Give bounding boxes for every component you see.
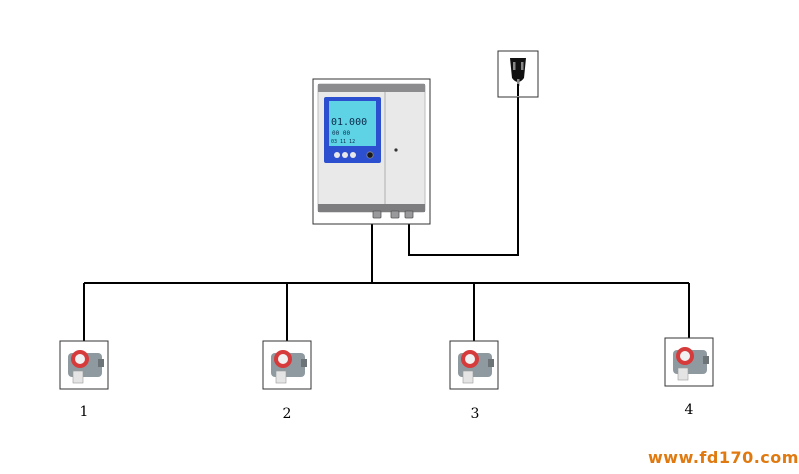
keypad-button [334, 152, 340, 158]
detector-label-4: 4 [685, 402, 694, 418]
lcd-line-2: 00 00 [332, 130, 350, 137]
lcd-screen [329, 101, 376, 146]
power-cable [408, 96, 519, 256]
keypad-button [350, 152, 356, 158]
detector-label-3: 3 [471, 406, 480, 422]
detector-label-1: 1 [80, 404, 89, 420]
detectors [59, 337, 714, 390]
detector-labels: 1 2 3 4 [80, 402, 694, 422]
keypad-button [342, 152, 348, 158]
gas-detector-icon [449, 340, 499, 390]
lock-icon [394, 148, 398, 152]
power-plug-icon [497, 50, 539, 98]
detector-label-2: 2 [283, 406, 292, 422]
gas-detector-icon [664, 337, 714, 387]
gas-detector-icon [59, 340, 109, 390]
wiring [83, 96, 690, 341]
power-button [366, 151, 374, 159]
lcd-reading: 01.000 [331, 117, 367, 128]
gas-detector-icon [262, 340, 312, 390]
lcd-line-3: 03 11 12 [331, 139, 355, 145]
gas-alarm-controller: 01.000 00 00 03 11 12 [312, 78, 431, 225]
cable-glands [372, 210, 414, 219]
watermark: www.fd170.com [648, 448, 799, 467]
